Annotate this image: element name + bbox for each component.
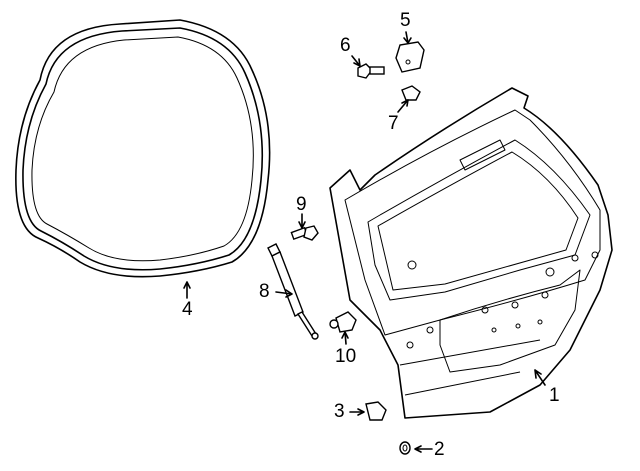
lift-support [267,243,319,340]
bumper [365,401,387,421]
weatherstrip [15,19,271,278]
callout-9: 9 [296,194,307,215]
callout-5: 5 [400,10,411,31]
callout-2: 2 [434,439,445,460]
callout-1: 1 [549,385,560,406]
nut [401,85,421,101]
callout-6: 6 [340,35,351,56]
ball-stud [329,311,357,333]
hinge-bolt [357,63,385,79]
leader-lines [183,31,546,453]
plug [399,441,411,455]
bolt [290,225,319,241]
hinge [395,41,425,73]
callout-4: 4 [182,299,193,320]
callout-3: 3 [334,401,345,422]
callout-8: 8 [259,281,270,302]
callout-10: 10 [335,346,357,367]
liftgate [329,87,613,419]
callout-7: 7 [388,113,399,134]
